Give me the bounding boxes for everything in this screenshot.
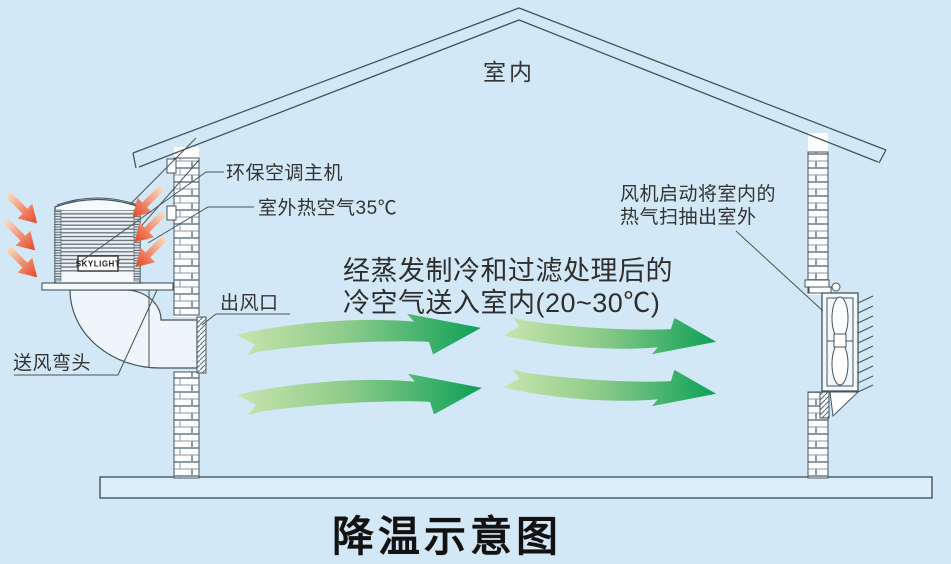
supply-elbow-label: 送风弯头 bbox=[13, 352, 91, 374]
left-wall bbox=[166, 147, 200, 479]
room-label: 室内 bbox=[483, 59, 535, 85]
brand-label: SKYLIGHT bbox=[76, 260, 120, 269]
right-wall bbox=[807, 133, 829, 479]
leader-main-unit bbox=[79, 171, 224, 263]
leader-lines bbox=[14, 171, 824, 376]
cool-air-arrow bbox=[503, 317, 717, 355]
leader-hot-air bbox=[147, 206, 254, 244]
cool-air-arrows bbox=[236, 313, 717, 416]
wall-bracket-bottom bbox=[166, 205, 177, 221]
exhaust-fan-label-line2: 热气扫抽出室外 bbox=[620, 206, 757, 228]
labels: 室内 环保空调主机 室外热空气35℃ 出风口 送风弯头 风机启动将室内的 热气扫… bbox=[13, 59, 776, 560]
roof bbox=[132, 7, 887, 169]
fan-bracket bbox=[829, 391, 860, 418]
floor bbox=[99, 476, 933, 499]
outdoor-hot-air-label: 室外热空气35℃ bbox=[258, 197, 397, 219]
supply-elbow-duct bbox=[69, 288, 207, 374]
fan-blade-top bbox=[831, 296, 849, 340]
center-text-line2: 冷空气送入室内(20~30℃) bbox=[343, 288, 660, 318]
brand-badge bbox=[77, 255, 119, 272]
leader-supply-elbow bbox=[14, 289, 158, 376]
fan-blade-bottom bbox=[831, 342, 849, 386]
fan-hub bbox=[833, 333, 847, 348]
exhaust-fan bbox=[804, 279, 874, 419]
unit-left-fins bbox=[54, 209, 62, 282]
main-unit-label: 环保空调主机 bbox=[226, 162, 343, 184]
leader-exhaust-fan bbox=[735, 230, 824, 312]
cool-air-arrow bbox=[237, 373, 482, 416]
unit-shelf bbox=[41, 282, 174, 291]
ac-unit: SKYLIGHT bbox=[54, 197, 141, 284]
center-text-line1: 经蒸发制冷和过滤处理后的 bbox=[343, 256, 673, 286]
cool-air-arrow bbox=[503, 369, 717, 407]
air-outlet bbox=[196, 316, 207, 374]
wall-bracket-top bbox=[166, 158, 177, 174]
diagram-title: 降温示意图 bbox=[332, 513, 562, 560]
leader-air-outlet bbox=[201, 313, 290, 326]
hot-air-arrows-left bbox=[0, 186, 45, 285]
air-outlet-label: 出风口 bbox=[220, 292, 279, 314]
fan-louver-marks bbox=[857, 295, 874, 393]
hot-air-arrow bbox=[0, 240, 45, 285]
unit-right-fins bbox=[133, 209, 141, 282]
cool-air-arrow bbox=[236, 313, 481, 356]
exhaust-fan-label-line1: 风机启动将室内的 bbox=[620, 183, 776, 205]
